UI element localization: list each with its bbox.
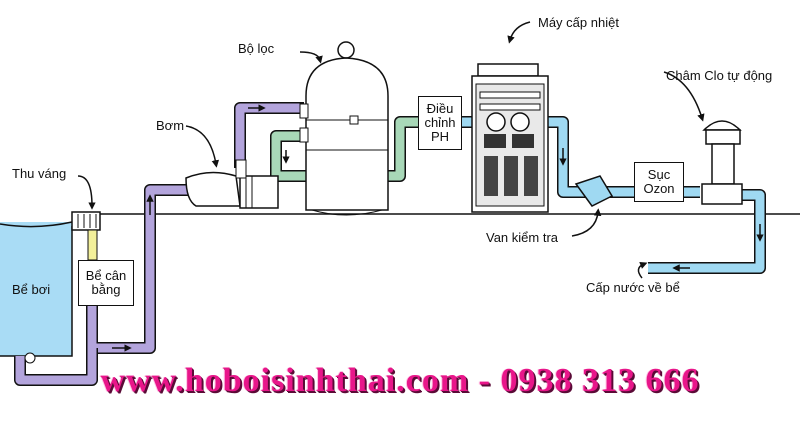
pool-label: Bể bơi [12,282,51,297]
check-valve [574,175,614,207]
ph-control-box: Điều chỉnh PH [418,96,462,150]
ozone-line1: Sục [647,167,671,182]
ozone-box: Sục Ozon [634,162,684,202]
balance-tank-line1: Bể cân [85,268,127,283]
chlorinator [701,120,743,205]
ph-line1: Điều [426,101,454,116]
balance-tank-box: Bể cân bằng [78,260,134,306]
pump [185,159,279,209]
callout-arrows [77,21,705,279]
balance-pipe [87,229,98,261]
ozone-line2: Ozon [643,181,675,196]
heater [471,63,549,213]
chlorinator-label: Châm Clo tự động [666,68,773,83]
balance-tank-line2: bằng [91,282,121,297]
skimmer [71,211,101,231]
main-drain [24,352,36,364]
check-valve-label: Van kiểm tra [486,230,559,245]
skimmer-label: Thu váng [12,166,67,181]
ph-line3: PH [430,129,450,144]
heater-label: Máy cấp nhiệt [538,15,619,30]
filter-tank [299,41,389,216]
website-footer[interactable]: www.hoboisinhthai.com - 0938 313 666 [100,362,700,399]
pump-label: Bơm [156,118,185,133]
pool [0,221,73,357]
suction-pipe [14,102,304,386]
return-water-label: Cấp nước về bể [586,280,680,295]
filter-label: Bộ lọc [238,41,275,56]
ph-line2: chỉnh [424,115,456,130]
